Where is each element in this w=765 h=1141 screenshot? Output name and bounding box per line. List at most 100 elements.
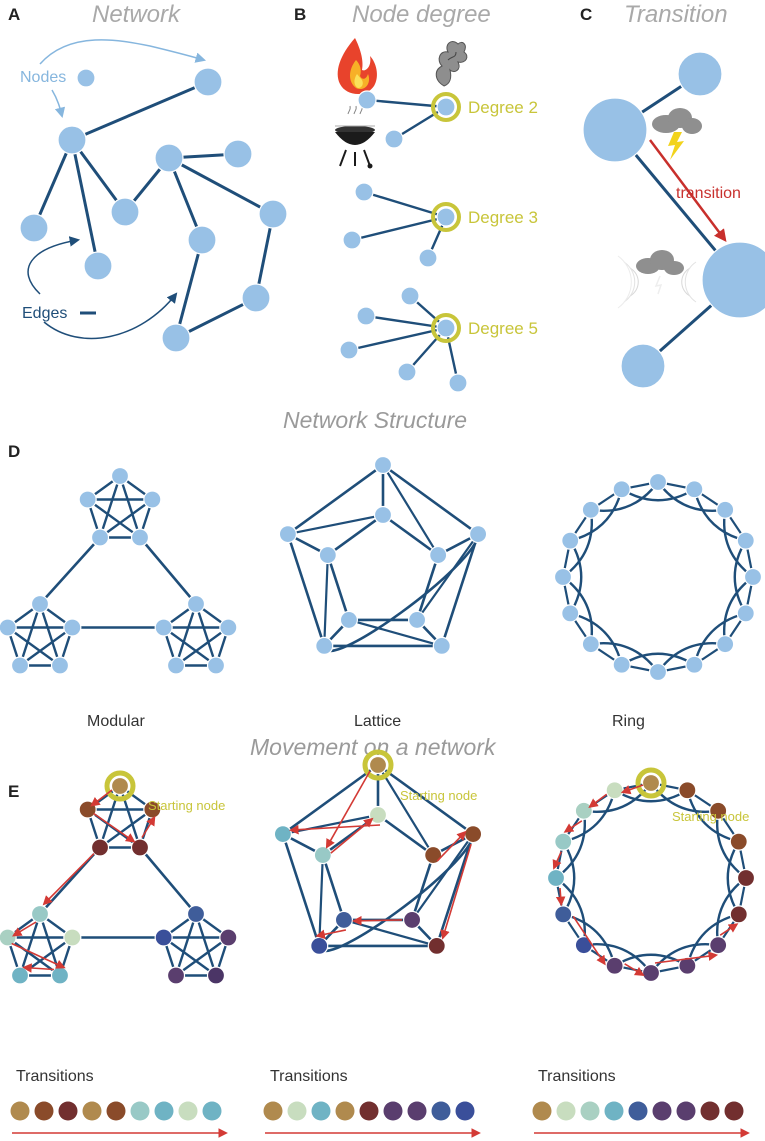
- edge: [281, 763, 380, 836]
- degree-5-highlight-ring: [431, 313, 461, 343]
- transition-dot: [383, 1101, 403, 1121]
- transition-dot: [700, 1101, 720, 1121]
- node: [716, 635, 735, 654]
- transition-dot: [10, 1101, 30, 1121]
- panel-c-node-bottom: [620, 343, 666, 389]
- edge: [162, 626, 218, 667]
- node: [716, 500, 735, 519]
- node: [166, 656, 186, 675]
- grill-icon: [335, 105, 375, 169]
- network-a-nodes: [19, 67, 288, 353]
- edge: [86, 498, 142, 539]
- node: [581, 500, 600, 519]
- node: [729, 832, 748, 851]
- transition-step-arrow: [351, 915, 403, 926]
- panel-e-letter: E: [8, 782, 19, 801]
- edge: [194, 912, 218, 977]
- edge: [376, 813, 435, 857]
- panel-b-letter: B: [294, 5, 306, 24]
- panel-a-title: Network: [92, 1, 182, 28]
- node: [166, 966, 186, 985]
- starting-node-ring: [635, 767, 667, 799]
- panel-c-node-top: [677, 51, 723, 97]
- node: [110, 776, 130, 796]
- edge: [174, 936, 230, 977]
- edge: [18, 912, 42, 977]
- edge: [326, 553, 351, 622]
- node: [186, 594, 206, 614]
- edge: [286, 513, 385, 536]
- transition-dot: [724, 1101, 744, 1121]
- edge: [98, 498, 154, 539]
- node: [554, 905, 573, 924]
- node: [743, 567, 763, 587]
- edge: [347, 618, 443, 648]
- edges-arrow-bottom: [43, 292, 178, 340]
- node: [50, 656, 70, 675]
- node: [368, 805, 388, 825]
- transition-dot: [311, 1101, 331, 1121]
- node: [310, 936, 329, 956]
- node: [729, 905, 748, 924]
- node: [130, 838, 150, 857]
- node: [612, 655, 631, 674]
- panel-b-title: Node degree: [352, 1, 491, 28]
- nodes-arrow-top: [39, 39, 207, 65]
- transition-label: transition: [676, 185, 741, 202]
- degree-5-label: Degree 5: [468, 319, 538, 338]
- transition-step-arrow: [440, 843, 472, 940]
- node: [641, 963, 661, 983]
- transitions-label-lattice: Transitions: [270, 1068, 348, 1085]
- node: [10, 966, 30, 985]
- transition-sequence-lattice: [263, 1101, 481, 1138]
- transition-dot: [407, 1101, 427, 1121]
- starting-node-ring: [362, 749, 394, 781]
- node: [50, 966, 70, 985]
- panel-d-letter: D: [8, 442, 20, 461]
- transition-dot: [532, 1101, 552, 1121]
- degree-2-highlight-ring: [431, 92, 461, 122]
- node: [464, 824, 483, 844]
- panel-c-letter: C: [580, 5, 592, 24]
- transition-step-arrow: [588, 793, 608, 808]
- degree-2-network: [357, 90, 461, 149]
- transition-step-arrow: [315, 929, 347, 940]
- transition-step-arrow: [325, 770, 371, 849]
- node: [685, 480, 704, 499]
- transition-step-arrow: [93, 812, 136, 843]
- degree-2-label: Degree 2: [468, 98, 538, 117]
- smoke-icon: [435, 41, 468, 87]
- edge: [410, 853, 435, 922]
- edge: [381, 513, 440, 557]
- lattice-movement-network: [273, 749, 483, 956]
- starting-node-label-lattice: Starting node: [400, 788, 477, 803]
- transition-sequence-ring: [532, 1101, 750, 1138]
- caption-lattice: Lattice: [354, 713, 401, 730]
- node: [561, 531, 580, 550]
- transition-sequence-modular: [10, 1101, 228, 1138]
- edge: [321, 853, 346, 922]
- edge: [323, 553, 329, 648]
- network-structure-title: Network Structure: [283, 407, 467, 433]
- starting-node-label-ring: Starting node: [672, 809, 749, 824]
- ring-network: [553, 472, 763, 682]
- edge: [410, 832, 475, 922]
- node: [581, 635, 600, 654]
- transition-dot: [359, 1101, 379, 1121]
- panel-a-letter: A: [8, 5, 20, 24]
- node: [206, 656, 226, 675]
- transition-step-arrow: [12, 921, 37, 937]
- transitions-label-ring: Transitions: [538, 1068, 616, 1085]
- node: [429, 545, 448, 565]
- edge: [38, 912, 62, 977]
- node: [313, 845, 332, 865]
- modular-network: [0, 466, 238, 675]
- node: [648, 472, 668, 492]
- transition-dot: [455, 1101, 475, 1121]
- transition-dot: [202, 1101, 222, 1121]
- degree-3-network: [342, 182, 461, 268]
- transition-dot: [82, 1101, 102, 1121]
- node: [574, 801, 593, 820]
- transition-step-arrow: [436, 830, 467, 862]
- ring-movement-network: [546, 767, 756, 983]
